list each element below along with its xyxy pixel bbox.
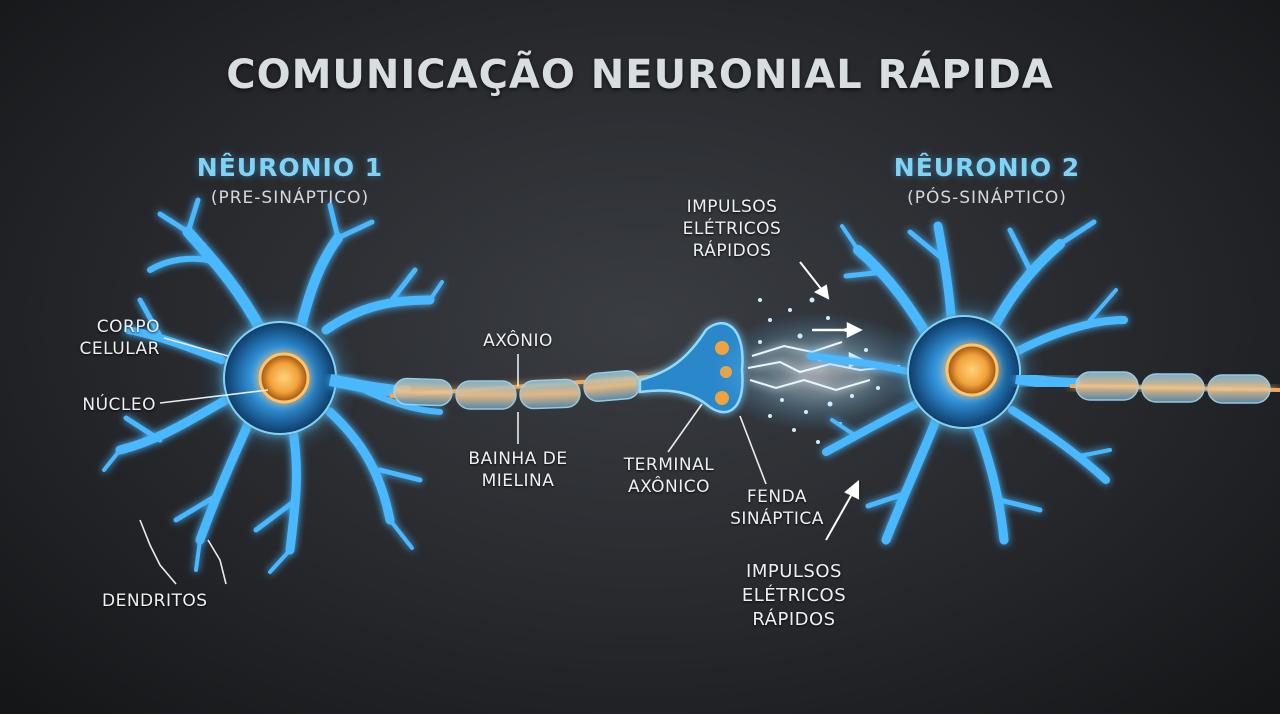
label-axon-terminal-line2: AXÔNICO bbox=[627, 477, 711, 497]
label-cell-body: CORPO CELULAR bbox=[60, 316, 160, 360]
leader-lines bbox=[139, 337, 767, 585]
label-myelin-line1: BAINHA DE bbox=[468, 449, 568, 469]
label-axon: AXÔNIO bbox=[483, 331, 553, 351]
label-myelin: BAINHA DE MIELINA bbox=[448, 448, 588, 492]
label-cell-body-line2: CELULAR bbox=[79, 339, 160, 359]
neuron-1-name: NÊURONIO 1 bbox=[196, 153, 384, 182]
label-nucleus: NÚCLEO bbox=[82, 395, 156, 415]
label-impulses-top-line2: ELÉTRICOS bbox=[682, 219, 782, 239]
label-impulses-bottom: IMPULSOS ELÉTRICOS RÁPIDOS bbox=[724, 560, 864, 632]
impulse-arrows bbox=[799, 261, 859, 541]
page-title: COMUNICAÇÃO NEURONIAL RÁPIDA bbox=[226, 52, 1054, 98]
neuron-1 bbox=[102, 197, 444, 574]
myelin-sheath bbox=[393, 370, 641, 410]
label-impulses-bottom-line1: IMPULSOS bbox=[746, 561, 842, 582]
label-myelin-line2: MIELINA bbox=[481, 471, 555, 491]
neuron-2-heading: NÊURONIO 2 (PÓS-SINÁPTICO) bbox=[857, 153, 1117, 208]
label-synaptic-cleft-line2: SINÁPTICA bbox=[730, 509, 824, 529]
label-axon-terminal-line1: TERMINAL bbox=[623, 455, 715, 475]
label-impulses-top-line1: IMPULSOS bbox=[686, 197, 778, 217]
label-impulses-bottom-line2: ELÉTRICOS bbox=[741, 585, 847, 606]
label-synaptic-cleft: FENDA SINÁPTICA bbox=[712, 486, 842, 530]
neuron-2 bbox=[806, 219, 1280, 545]
label-dendrites: DENDRITOS bbox=[102, 591, 208, 611]
neuron-2-nucleus bbox=[945, 343, 999, 397]
neuron-1-subtitle: (PRE-SINÁPTICO) bbox=[210, 188, 370, 208]
label-synaptic-cleft-line1: FENDA bbox=[746, 487, 808, 507]
label-axon-terminal: TERMINAL AXÔNICO bbox=[604, 454, 734, 498]
label-impulses-top-line3: RÁPIDOS bbox=[692, 241, 772, 261]
neuron-1-dendrites bbox=[102, 197, 444, 574]
neuron-1-nucleus bbox=[258, 352, 310, 404]
neuron-2-name: NÊURONIO 2 bbox=[893, 153, 1081, 182]
label-impulses-top: IMPULSOS ELÉTRICOS RÁPIDOS bbox=[668, 196, 796, 262]
label-cell-body-line1: CORPO bbox=[96, 317, 160, 337]
label-impulses-bottom-line3: RÁPIDOS bbox=[752, 609, 836, 630]
neuron-1-heading: NÊURONIO 1 (PRE-SINÁPTICO) bbox=[160, 153, 420, 208]
neuron-2-subtitle: (PÓS-SINÁPTICO) bbox=[907, 188, 1067, 208]
neuron-2-myelin-sheath bbox=[1075, 371, 1271, 404]
